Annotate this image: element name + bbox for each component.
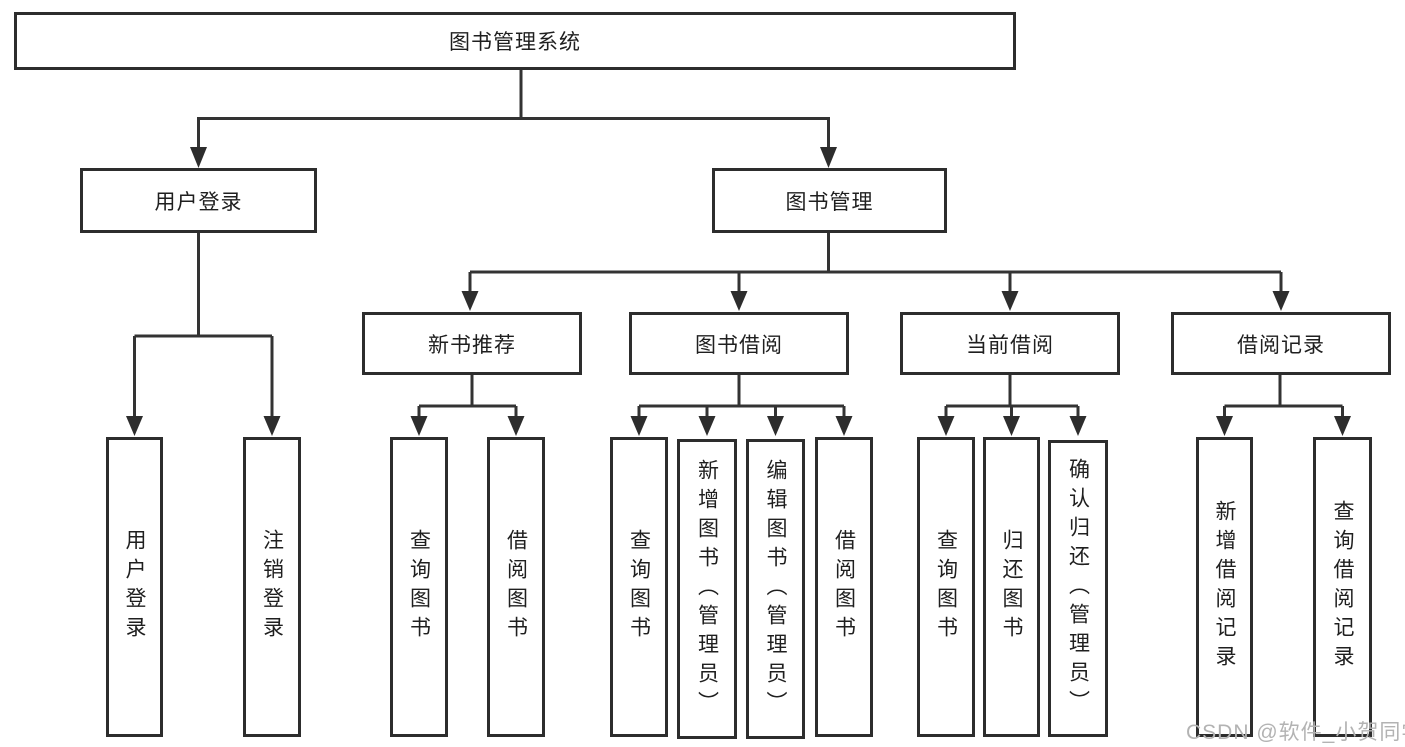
node-root: 图书管理系统: [14, 12, 1016, 70]
leaf-edit-book-admin: 编辑图书（管理员）: [746, 439, 805, 739]
leaf-add-book-admin-label: 新增图书（管理员）: [695, 458, 719, 720]
arrowheads: [126, 147, 1351, 436]
leaf-user-login-label: 用户登录: [123, 529, 146, 645]
node-user-login-label: 用户登录: [154, 190, 243, 214]
tree-edges: [133, 70, 1344, 418]
csdn-watermark: CSDN @软件_小贺同学: [1186, 721, 1405, 744]
leaf-query-borrow-record: 查询借阅记录: [1313, 437, 1372, 737]
leaf-add-borrow-record: 新增借阅记录: [1196, 437, 1253, 737]
node-book-management: 图书管理: [712, 168, 947, 233]
node-borrow-records-label: 借阅记录: [1237, 333, 1325, 357]
leaf-return-books-label: 归还图书: [1000, 529, 1023, 645]
leaf-add-book-admin: 新增图书（管理员）: [677, 439, 737, 739]
node-user-login: 用户登录: [80, 168, 317, 233]
leaf-confirm-return-admin-label: 确认归还（管理员）: [1066, 458, 1090, 719]
node-new-book-recommend: 新书推荐: [362, 312, 582, 375]
node-root-label: 图书管理系统: [449, 31, 581, 54]
node-current-borrow: 当前借阅: [900, 312, 1120, 375]
leaf-newbook-borrow-books-label: 借阅图书: [504, 529, 528, 645]
leaf-current-query-books-label: 查询图书: [934, 529, 958, 645]
leaf-borrow-borrow-books-label: 借阅图书: [832, 529, 856, 645]
node-book-borrow-label: 图书借阅: [695, 333, 783, 357]
leaf-newbook-query-books-label: 查询图书: [407, 529, 431, 645]
leaf-borrow-query-books-label: 查询图书: [627, 529, 651, 645]
leaf-borrow-borrow-books: 借阅图书: [815, 437, 873, 737]
leaf-user-login: 用户登录: [106, 437, 163, 737]
node-book-borrow: 图书借阅: [629, 312, 849, 375]
node-new-book-recommend-label: 新书推荐: [428, 333, 516, 357]
leaf-logout-label: 注销登录: [260, 529, 284, 645]
leaf-newbook-borrow-books: 借阅图书: [487, 437, 545, 737]
leaf-current-query-books: 查询图书: [917, 437, 975, 737]
node-book-management-label: 图书管理: [785, 190, 874, 214]
leaf-logout: 注销登录: [243, 437, 301, 737]
leaf-return-books: 归还图书: [983, 437, 1040, 737]
leaf-add-borrow-record-label: 新增借阅记录: [1213, 500, 1236, 674]
leaf-edit-book-admin-label: 编辑图书（管理员）: [764, 458, 787, 720]
leaf-confirm-return-admin: 确认归还（管理员）: [1048, 440, 1108, 737]
leaf-newbook-query-books: 查询图书: [390, 437, 448, 737]
node-current-borrow-label: 当前借阅: [966, 333, 1054, 357]
leaf-query-borrow-record-label: 查询借阅记录: [1331, 500, 1354, 674]
leaf-borrow-query-books: 查询图书: [610, 437, 668, 737]
node-borrow-records: 借阅记录: [1171, 312, 1391, 375]
